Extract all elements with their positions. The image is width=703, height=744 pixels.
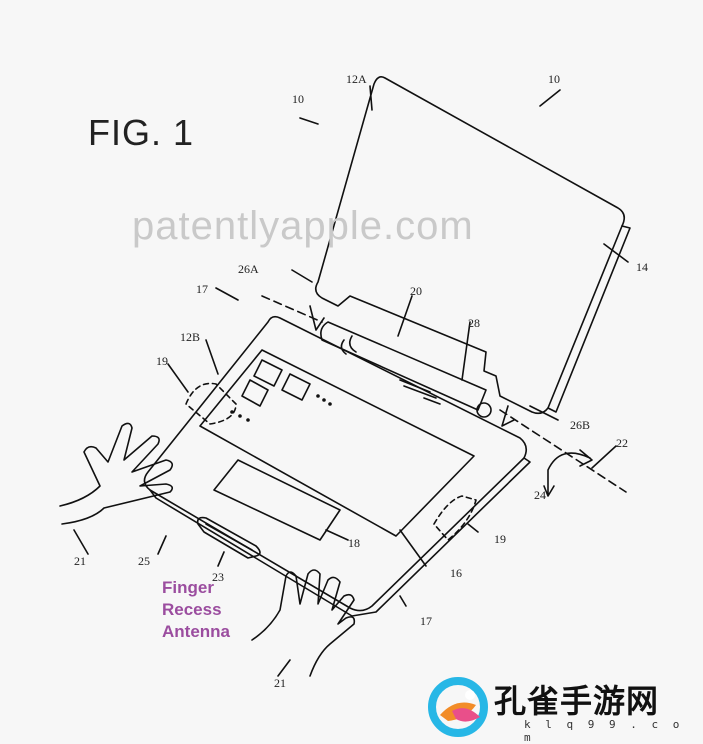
ref-12A: 12A	[346, 72, 367, 86]
ref-26B: 26B	[570, 418, 591, 432]
ref-28: 28	[468, 316, 480, 330]
finger-recess	[196, 516, 261, 559]
rotation-arrow	[543, 449, 593, 497]
ref-21-bottom: 21	[274, 676, 286, 690]
ref-18: 18	[348, 536, 360, 550]
annotation-line-1: Finger	[162, 578, 214, 597]
ref-10-left: 10	[292, 92, 304, 106]
finger-recess-antenna-annotation: Finger Recess Antenna	[162, 577, 230, 643]
hinge-knob	[476, 402, 492, 418]
ref-25: 25	[138, 554, 150, 568]
icon-square-3	[241, 379, 269, 407]
ref-26A: 26A	[238, 262, 259, 276]
ref-22: 22	[616, 436, 628, 450]
ref-10-right: 10	[548, 72, 560, 86]
ref-17-top: 17	[196, 282, 208, 296]
icon-square-2	[281, 373, 311, 401]
ref-16: 16	[450, 566, 462, 580]
logo-url: k l q 9 9 . c o m	[524, 718, 684, 744]
site-logo: 孔雀手游网 k l q 9 9 . c o m	[424, 672, 703, 744]
ref-19-right: 19	[494, 532, 506, 546]
ref-19-left: 19	[156, 354, 168, 368]
ref-21-left: 21	[74, 554, 86, 568]
base-display	[199, 349, 475, 537]
axis-dashed-left	[261, 295, 323, 323]
annotation-line-3: Antenna	[162, 622, 230, 641]
left-hand	[59, 422, 174, 525]
axis-dashed-right	[499, 409, 627, 493]
ref-17-bottom: 17	[420, 614, 432, 628]
figure-title: FIG. 1	[88, 112, 195, 153]
ref-12B: 12B	[180, 330, 201, 344]
lid-edge	[547, 225, 631, 413]
watermark: patentlyapple.com	[132, 204, 474, 248]
hinge-connector	[320, 321, 487, 411]
ref-23: 23	[212, 570, 224, 584]
base-edge	[149, 457, 531, 617]
logo-text: 孔雀手游网	[494, 682, 660, 720]
ref-14: 14	[636, 260, 648, 274]
lid-housing	[314, 76, 626, 415]
peacock-logo-icon	[428, 677, 488, 737]
ref-24: 24	[534, 488, 546, 502]
base-housing	[143, 315, 528, 612]
trackpad	[213, 459, 341, 541]
annotation-line-2: Recess	[162, 600, 222, 619]
icon-square-1	[253, 359, 283, 387]
right-hand	[251, 569, 356, 677]
ref-20: 20	[410, 284, 422, 298]
